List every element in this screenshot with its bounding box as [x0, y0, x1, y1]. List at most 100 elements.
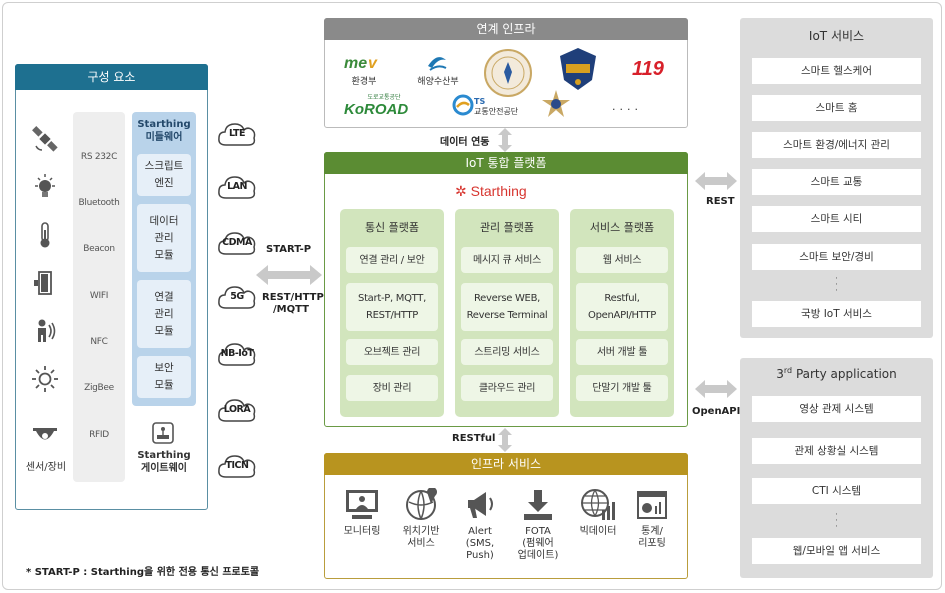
- starthing-brand: ✲ Starthing: [455, 183, 527, 199]
- third-party-item: CTI 시스템: [752, 478, 921, 504]
- svg-text:v: v: [368, 55, 378, 72]
- gateway-label: Starthing 게이트웨이: [137, 450, 191, 474]
- protocol-beacon: Beacon: [83, 244, 115, 254]
- sun-icon: [32, 366, 58, 392]
- data-link-label: 데이터 연동: [440, 137, 490, 148]
- gateway-icon: [152, 422, 174, 444]
- thermometer-icon: [40, 222, 50, 248]
- restful-arrow: [498, 428, 512, 452]
- iot-service-item: 스마트 보안/경비: [752, 244, 921, 270]
- platform-box: Reverse WEB,Reverse Terminal: [461, 283, 553, 331]
- third-party-item: 관제 상황실 시스템: [752, 438, 921, 464]
- cloud-icon: [218, 399, 256, 422]
- cctv-camera-icon: [33, 428, 57, 440]
- globe-icon: [581, 489, 615, 520]
- platform-column-title: 서비스 플랫폼: [589, 221, 655, 234]
- starthing-star-icon: ✲: [455, 183, 467, 199]
- network-cloud-0: LTE: [216, 120, 258, 148]
- protocol-wifi: WIFI: [89, 291, 109, 301]
- alert-icon: [468, 492, 493, 518]
- rest-mqtt-label: REST/HTTP/MQTT: [262, 292, 324, 315]
- linked-infra-title: 연계 인프라: [324, 18, 688, 40]
- platform-box: Restful,OpenAPI/HTTP: [576, 283, 668, 331]
- cloud-icon: [218, 123, 256, 146]
- me-logo-icon: me v: [344, 55, 378, 72]
- report-icon: [637, 491, 667, 519]
- platform-box: 장비 관리: [346, 375, 438, 401]
- protocol-rfid: RFID: [89, 430, 109, 440]
- iot-services-ellipsis: ···: [835, 274, 838, 296]
- third-party-title: 3rd Party application: [776, 366, 897, 381]
- lightbulb-icon: [35, 174, 55, 197]
- platform-box: 스트리밍 서비스: [461, 339, 553, 365]
- network-cloud-5: LORA: [216, 396, 258, 424]
- platform-column-title: 통신 플랫폼: [364, 221, 420, 234]
- iot-service-item: 스마트 헬스케어: [752, 58, 921, 84]
- motion-sensor-icon: [38, 319, 56, 342]
- cloud-icon: [218, 286, 256, 309]
- footnote: * START-P : Starthing을 위한 전용 통신 프로토콜: [26, 567, 260, 578]
- logo-more: ....: [612, 100, 642, 113]
- logo-env: 환경부: [351, 77, 377, 87]
- platform-box: 메시지 큐 서비스: [461, 247, 553, 273]
- police-emblem-icon: [484, 49, 532, 97]
- sensor-column: [22, 112, 68, 482]
- components-title: 구성 요소: [15, 64, 208, 90]
- third-party-item: 영상 관제 시스템: [752, 396, 921, 422]
- ts-logo-icon: [452, 94, 474, 116]
- middleware-title: Starthing 미들웨어: [137, 119, 191, 143]
- download-icon: [524, 490, 552, 520]
- cloud-icon: [218, 455, 256, 478]
- platform-column-title: 관리 플랫폼: [479, 221, 535, 234]
- iot-service-item: 국방 IoT 서비스: [752, 301, 921, 327]
- coast-guard-emblem-icon: [560, 48, 596, 90]
- network-cloud-4: NB-IoT: [216, 340, 258, 368]
- cloud-icon: [218, 232, 256, 255]
- iot-platform-title: IoT 통합 플랫폼: [324, 152, 688, 174]
- monitor-icon: [346, 490, 378, 519]
- network-cloud-2: CDMA: [216, 229, 258, 257]
- rest-double-arrow: [695, 172, 737, 190]
- platform-box: 웹 서비스: [576, 247, 668, 273]
- restful-label: RESTful: [452, 433, 496, 444]
- network-cloud-6: TICN: [216, 452, 258, 480]
- cloud-icon: [218, 176, 256, 199]
- third-party-item: 웹/모바일 앱 서비스: [752, 538, 921, 564]
- openapi-label: OpenAPI: [692, 406, 741, 417]
- svg-text:119: 119: [632, 58, 665, 79]
- iot-service-item: 스마트 홈: [752, 95, 921, 121]
- service-alert: Alert(SMS,Push): [452, 488, 508, 562]
- 119-logo-icon: 119: [632, 58, 665, 79]
- wave-logo-icon: [428, 57, 447, 71]
- door-sensor-icon: [34, 271, 52, 295]
- sensor-label: 센서/장비: [25, 462, 67, 473]
- rest-label: REST: [706, 196, 735, 207]
- satellite-icon: [32, 126, 58, 152]
- third-party-panel: 3rd Party application 영상 관제 시스템 관제 상황실 시…: [740, 358, 933, 578]
- service-monitoring: 모니터링: [334, 488, 390, 538]
- platform-box: 연결 관리 / 보안: [346, 247, 438, 273]
- protocol-nfc: NFC: [90, 337, 108, 347]
- ts-logo-text: TS 교통안전공단: [474, 97, 519, 116]
- network-cloud-3: 5G: [216, 283, 258, 311]
- platform-box: Start-P, MQTT,REST/HTTP: [346, 283, 438, 331]
- platform-box: 서버 개발 툴: [576, 339, 668, 365]
- infra-service-title: 인프라 서비스: [324, 453, 688, 475]
- platform-box: 클라우드 관리: [461, 375, 553, 401]
- iot-services-panel: IoT 서비스 스마트 헬스케어 스마트 홈 스마트 환경/에너지 관리 스마트…: [740, 18, 933, 338]
- openapi-double-arrow: [695, 380, 737, 398]
- iot-services-title: IoT 서비스: [808, 29, 865, 43]
- data-link-arrow: [498, 128, 512, 152]
- protocol-zigbee: ZigBee: [84, 383, 114, 393]
- service-bigdata: 빅데이터: [570, 488, 626, 538]
